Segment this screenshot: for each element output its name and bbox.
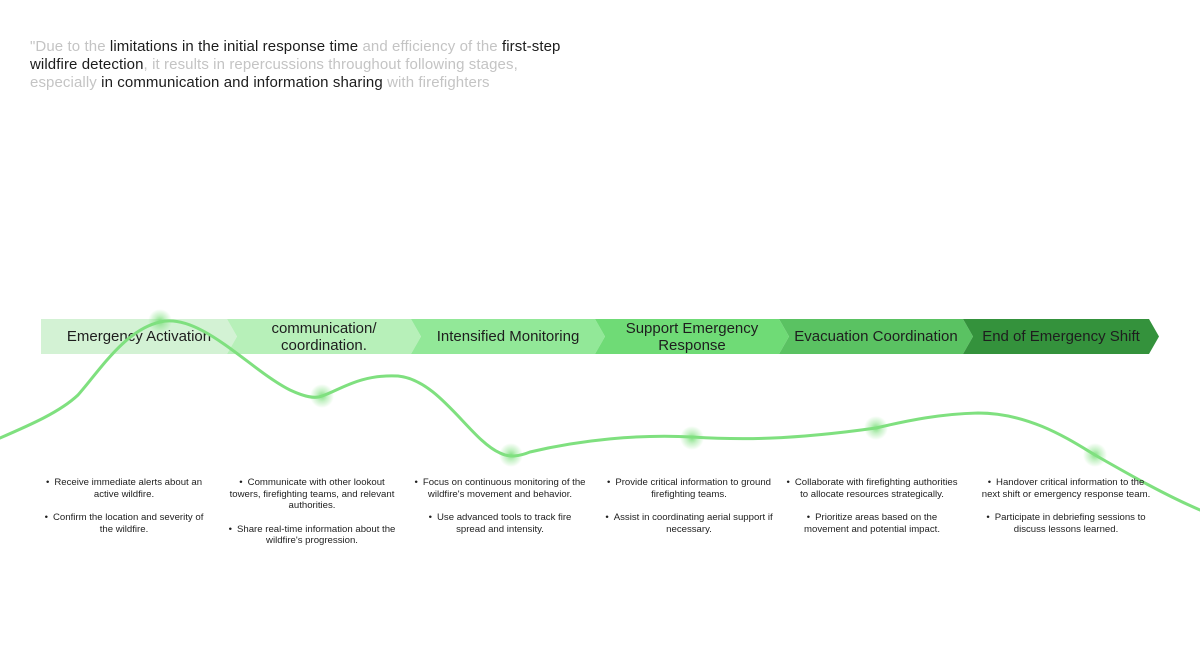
quote-segment: with firefighters (382, 74, 490, 91)
detail-item: •Receive immediate alerts about an activ… (45, 477, 203, 500)
stage-communication-coordination: communication/ coordination. (227, 319, 421, 354)
detail-item: •Focus on continuous monitoring of the w… (414, 477, 586, 500)
details-column-1: •Receive immediate alerts about an activ… (38, 477, 210, 547)
detail-item: •Provide critical information to ground … (606, 477, 772, 500)
quote-segment: "Due to the (30, 38, 110, 55)
bullet-icon: • (605, 512, 609, 523)
quote-segment: , it results in repercussions throughout… (30, 56, 518, 91)
details-column-6: •Handover critical information to the ne… (980, 477, 1152, 547)
bullet-icon: • (987, 477, 992, 488)
stage-label: Support Emergency Response (625, 319, 759, 354)
detail-item: •Assist in coordinating aerial support i… (605, 512, 773, 535)
details-column-2: •Communicate with other lookout towers, … (226, 477, 398, 559)
stage-label: Intensified Monitoring (436, 328, 580, 345)
detail-item: •Share real-time information about the w… (228, 523, 396, 547)
detail-item: •Confirm the location and severity of th… (44, 512, 204, 535)
quote-segment: and efficiency of the (358, 38, 502, 55)
bullet-icon: • (414, 477, 418, 488)
bullet-icon: • (228, 523, 232, 535)
quote-text: "Due to the limitations in the initial r… (30, 38, 570, 92)
bullet-icon: • (786, 477, 790, 488)
stage-intensified-monitoring: Intensified Monitoring (411, 319, 605, 354)
detail-item: •Collaborate with firefighting authoriti… (786, 477, 958, 500)
bullet-icon: • (44, 512, 48, 523)
bullet-icon: • (606, 477, 611, 488)
detail-item: •Participate in debriefing sessions to d… (986, 512, 1146, 535)
detail-item: •Handover critical information to the ne… (981, 477, 1151, 500)
details-column-3: •Focus on continuous monitoring of the w… (414, 477, 586, 547)
details-column-4: •Provide critical information to ground … (603, 477, 775, 547)
stage-label: Emergency Activation (66, 328, 212, 345)
bullet-icon: • (986, 512, 990, 523)
stage-end-of-emergency-shift: End of Emergency Shift (963, 319, 1159, 354)
stage-label: communication/ coordination. (271, 319, 377, 354)
bullet-icon: • (428, 512, 432, 523)
details-column-5: •Collaborate with firefighting authoriti… (786, 477, 958, 547)
stage-support-emergency-response: Support Emergency Response (595, 319, 789, 354)
detail-item: •Prioritize areas based on the movement … (804, 512, 940, 535)
stage-label: End of Emergency Shift (982, 328, 1140, 345)
stage-evacuation-coordination: Evacuation Coordination (779, 319, 973, 354)
stage-emergency-activation: Emergency Activation (41, 319, 237, 354)
quote-highlight: limitations in the initial response time (109, 38, 359, 55)
bullet-icon: • (806, 512, 811, 523)
detail-item: •Communicate with other lookout towers, … (229, 477, 395, 511)
quote-highlight: first-step wildfire detection (30, 38, 561, 73)
detail-item: •Use advanced tools to track fire spread… (428, 512, 572, 535)
bullet-icon: • (45, 477, 50, 488)
stage-label: Evacuation Coordination (794, 328, 958, 345)
bullet-icon: • (239, 477, 243, 488)
quote-highlight: in communication and information sharing (101, 74, 383, 91)
